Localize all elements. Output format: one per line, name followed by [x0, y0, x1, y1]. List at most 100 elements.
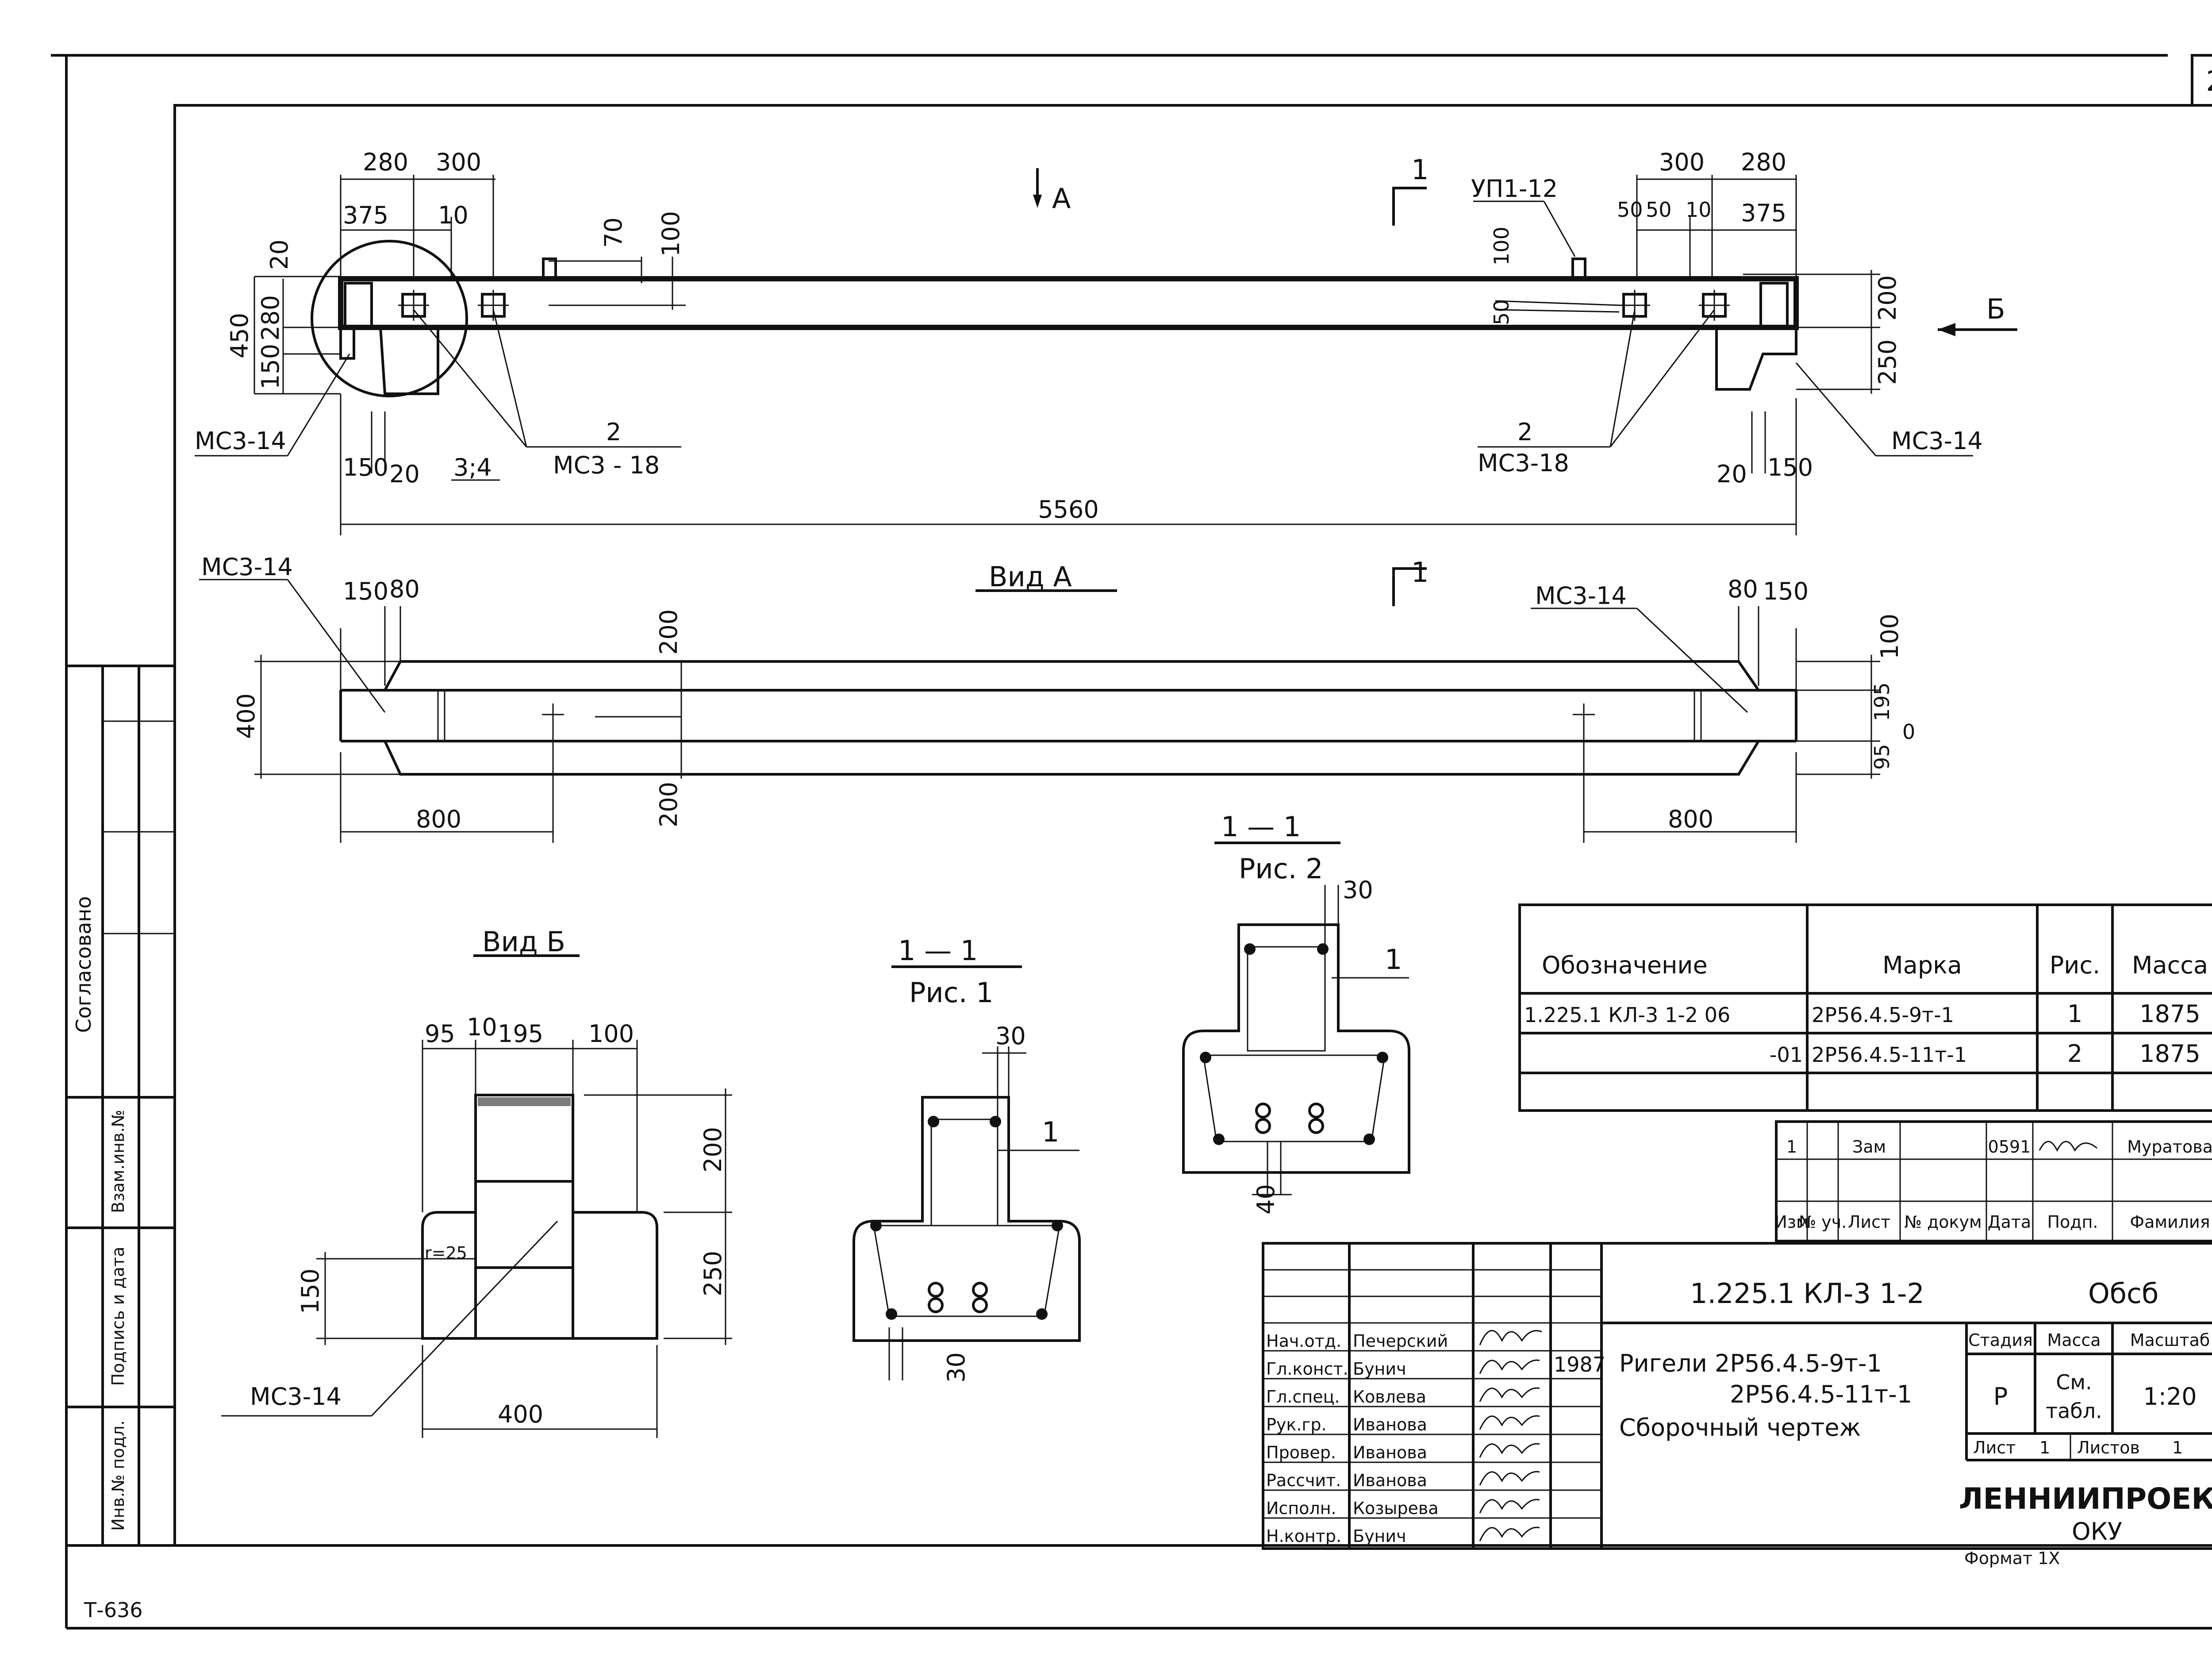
label-up-1-12: УП1-12 [1471, 175, 1558, 203]
side-cell-original-inv: Инв.№ подл. [108, 1420, 128, 1531]
spec-row2-mark: 2Р56.4.5-11т-1 [1812, 1043, 1967, 1067]
view-a-dim-150-right: 150 [1763, 577, 1809, 605]
format-label: Формат 1Х [1964, 1549, 2060, 1568]
dim-10-left: 10 [438, 201, 469, 229]
rev-sheet: Зам [1852, 1137, 1886, 1157]
title-scale: 1:20 [2143, 1383, 2197, 1411]
view-b-dim-10: 10 [467, 1013, 497, 1041]
dim-100-right: 100 [1490, 227, 1513, 265]
view-a-label-mc14-right: МС3-14 [1535, 582, 1627, 610]
spec-row1-mark: 2Р56.4.5-9т-1 [1812, 1003, 1954, 1027]
view-b-dim-400: 400 [498, 1400, 543, 1428]
spec-row1-mass: 1875 [2139, 1000, 2200, 1028]
dim-20-bottom-right: 20 [1717, 460, 1747, 488]
dim-50-right-vert: 50 [1490, 299, 1513, 325]
view-b-dim-195: 195 [498, 1020, 543, 1048]
title-stage: Р [1993, 1383, 2008, 1411]
view-a-section-mark: 1 [1411, 556, 1429, 588]
title-sheets-val: 1 [2172, 1438, 2183, 1457]
page-number: 20 [2206, 65, 2212, 97]
view-a-label-mc14-left: МС3-14 [201, 553, 293, 581]
rev-signature [2039, 1141, 2097, 1152]
spec-header-mark: Марка [1882, 951, 1962, 979]
title-line-2: 2Р56.4.5-11т-1 [1730, 1380, 1912, 1408]
dim-50-b: 50 [1646, 198, 1672, 222]
view-b-dim-100: 100 [588, 1020, 634, 1048]
label-mc14-left: МС3-14 [195, 427, 286, 455]
dim-450-vert: 450 [226, 313, 253, 358]
dim-150-bottom-left: 150 [343, 454, 388, 481]
title-dept: ОКУ [2072, 1518, 2122, 1545]
beam-elevation [311, 240, 1799, 397]
view-b-title: Вид Б [482, 926, 565, 958]
dim-300-left: 300 [436, 148, 481, 176]
dim-375-left: 375 [343, 201, 388, 229]
view-a-dim-800-left: 800 [416, 805, 461, 833]
elevation-leaders [195, 200, 1973, 481]
staff-role-7: Исполн. [1266, 1499, 1336, 1518]
staff-role-3: Гл.спец. [1266, 1387, 1340, 1407]
staff-name-4: Иванова [1353, 1415, 1427, 1434]
view-a-dim-200-top: 200 [655, 609, 683, 655]
title-scale-head: Масштаб [2130, 1330, 2210, 1350]
corner-code: Т-636 [84, 1598, 143, 1622]
elevation-markers [1033, 168, 2017, 606]
dim-20-bottom-left: 20 [389, 460, 420, 488]
dim-150-vert: 150 [257, 344, 284, 389]
rev-head-izm: Изм [1774, 1212, 1809, 1232]
view-a-dim-100-right: 100 [1876, 614, 1904, 659]
staff-role-1: Нач.отд. [1266, 1331, 1341, 1351]
rev-head-date: Дата [1988, 1212, 2031, 1232]
section1-dim-30-bottom: 30 [942, 1352, 970, 1383]
staff-role-5: Провер. [1266, 1443, 1336, 1462]
dim-250-right-vert: 250 [1874, 339, 1901, 385]
section1-dim-30-top: 30 [995, 1022, 1026, 1050]
side-cell-replace-inv: Взам.инв.№ [108, 1110, 128, 1213]
dim-total-5560: 5560 [1038, 496, 1098, 523]
side-agreed-label: Согласовано [72, 896, 96, 1033]
view-b-dims [221, 954, 732, 1438]
section2-cut-label: 1 — 1 [1221, 811, 1301, 843]
view-a-dim-95-right: 95 [1870, 744, 1894, 770]
view-a-drawing [339, 660, 1797, 776]
title-line-1: Ригели 2Р56.4.5-9т-1 [1619, 1349, 1882, 1377]
dim-300-right: 300 [1659, 148, 1705, 176]
section2-dims [1214, 842, 1409, 1195]
spec-row1-fig: 1 [2067, 1000, 2082, 1028]
title-sheet-label: Лист [1973, 1438, 2016, 1457]
label-pos2-left: 2 [606, 418, 621, 446]
rev-change-no: 1 [1786, 1137, 1797, 1157]
section2-fig-label: Рис. 2 [1239, 853, 1323, 885]
rev-head-list: Лист [1848, 1212, 1890, 1232]
view-a-dim-800-right: 800 [1668, 805, 1713, 833]
view-a-dim-0-right: 0 [1902, 720, 1915, 744]
view-b-arrow-label: Б [1986, 293, 2005, 325]
label-mc18-right: МС3-18 [1478, 449, 1569, 477]
staff-name-6: Иванова [1353, 1471, 1427, 1490]
view-a-arrow-label: A [1052, 182, 1071, 215]
dim-100-left: 100 [657, 211, 685, 257]
rev-surname: Муратова [2127, 1137, 2212, 1157]
view-a-dim-195-right: 195 [1870, 682, 1894, 721]
view-a-dim-200-bottom: 200 [655, 782, 683, 827]
elevation-dimension-lines [253, 175, 1880, 535]
label-mc14-right: МС3-14 [1891, 427, 1983, 455]
title-line-3: Сборочный чертеж [1619, 1414, 1861, 1441]
dim-280-right: 280 [1741, 148, 1786, 176]
dim-50-a: 50 [1617, 198, 1643, 222]
dim-10-right: 10 [1686, 198, 1712, 222]
title-year: 1987 [1554, 1353, 1605, 1376]
staff-name-1: Печерский [1353, 1331, 1448, 1351]
dim-375-right: 375 [1741, 199, 1786, 227]
view-a-dims [199, 579, 1880, 843]
dim-20-left-vert: 20 [265, 239, 293, 270]
section1-dims [888, 965, 1079, 1380]
view-a-dim-80-right: 80 [1728, 575, 1758, 603]
staff-name-7: Козырева [1353, 1499, 1439, 1518]
rev-date: 0591 [1988, 1137, 2031, 1157]
staff-name-5: Иванова [1353, 1443, 1427, 1462]
view-b-dim-250: 250 [699, 1251, 727, 1296]
rev-head-doc: № докум [1904, 1212, 1982, 1232]
title-code-suffix: Обсб [2088, 1277, 2158, 1310]
